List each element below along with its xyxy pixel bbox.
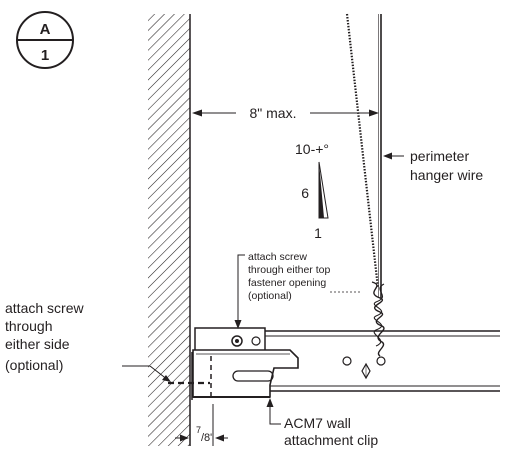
clip-label-line1: ACM7 wall (284, 415, 351, 431)
attach-side-callout: attach screw through either side (option… (5, 300, 171, 382)
angle-indicator: 10-+° 6 1 (295, 141, 329, 241)
detail-marker: A 1 (16, 11, 74, 69)
attach-side-line2: through (5, 318, 52, 334)
hanger-wire-callout: perimeter hanger wire (383, 148, 483, 183)
angled-hanger-wire (345, 13, 380, 289)
dimension-8-max: 8" max. (192, 105, 379, 121)
wire-twist (371, 281, 385, 357)
angle-rise: 6 (301, 185, 309, 201)
attach-side-line3: either side (5, 336, 70, 352)
wall-attachment-clip (191, 327, 299, 400)
hanger-wire-line2: hanger wire (410, 167, 483, 183)
attach-top-callout: attach screw through either top fastener… (234, 251, 360, 329)
angle-label: 10-+° (295, 141, 329, 157)
hanger-wire-line1: perimeter (410, 148, 469, 164)
clip-callout: ACM7 wall attachment clip (266, 398, 378, 448)
attach-top-line2: through either top (248, 264, 330, 276)
wire-twist-back (373, 283, 385, 347)
clip-label-line2: attachment clip (284, 432, 378, 448)
angle-run: 1 (314, 225, 322, 241)
attach-side-line1: attach screw (5, 300, 84, 316)
attach-top-line4: (optional) (248, 290, 292, 302)
perimeter-hanger-wire (378, 14, 382, 298)
dimension-7-8-numerator: 7 (196, 425, 201, 435)
attach-top-line1: attach screw (248, 251, 307, 263)
dimension-7-8-denominator: /8" (201, 432, 214, 444)
detail-letter: A (40, 21, 51, 38)
attach-side-line4: (optional) (5, 357, 63, 373)
attach-top-line3: fastener opening (248, 277, 326, 289)
dimension-8-max-label: 8" max. (250, 105, 297, 121)
dimension-7-8: 7 /8" (175, 404, 228, 446)
detail-number: 1 (41, 47, 49, 64)
wall (148, 14, 191, 446)
